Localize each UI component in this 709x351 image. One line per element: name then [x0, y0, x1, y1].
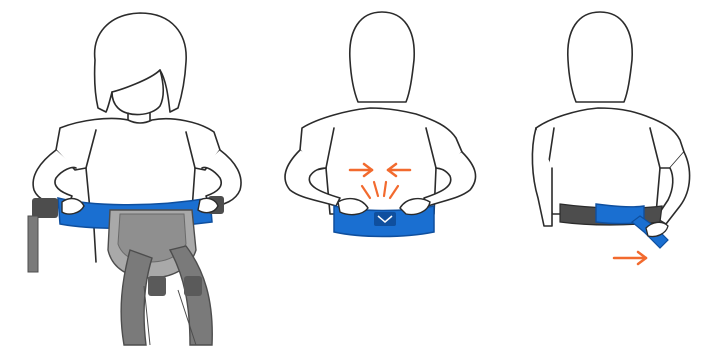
step-3-illustration	[480, 0, 709, 351]
step-2-panel	[250, 0, 480, 351]
person-back-icon	[285, 12, 476, 214]
step-1-illustration	[0, 0, 250, 351]
buckle-icon	[374, 212, 396, 226]
baby-carrier-icon	[108, 210, 212, 345]
step-1-panel	[0, 0, 250, 351]
step-3-panel	[480, 0, 709, 351]
right-arrow-icon	[614, 252, 646, 264]
step-2-illustration	[250, 0, 480, 351]
person-back-side-icon	[532, 12, 689, 226]
